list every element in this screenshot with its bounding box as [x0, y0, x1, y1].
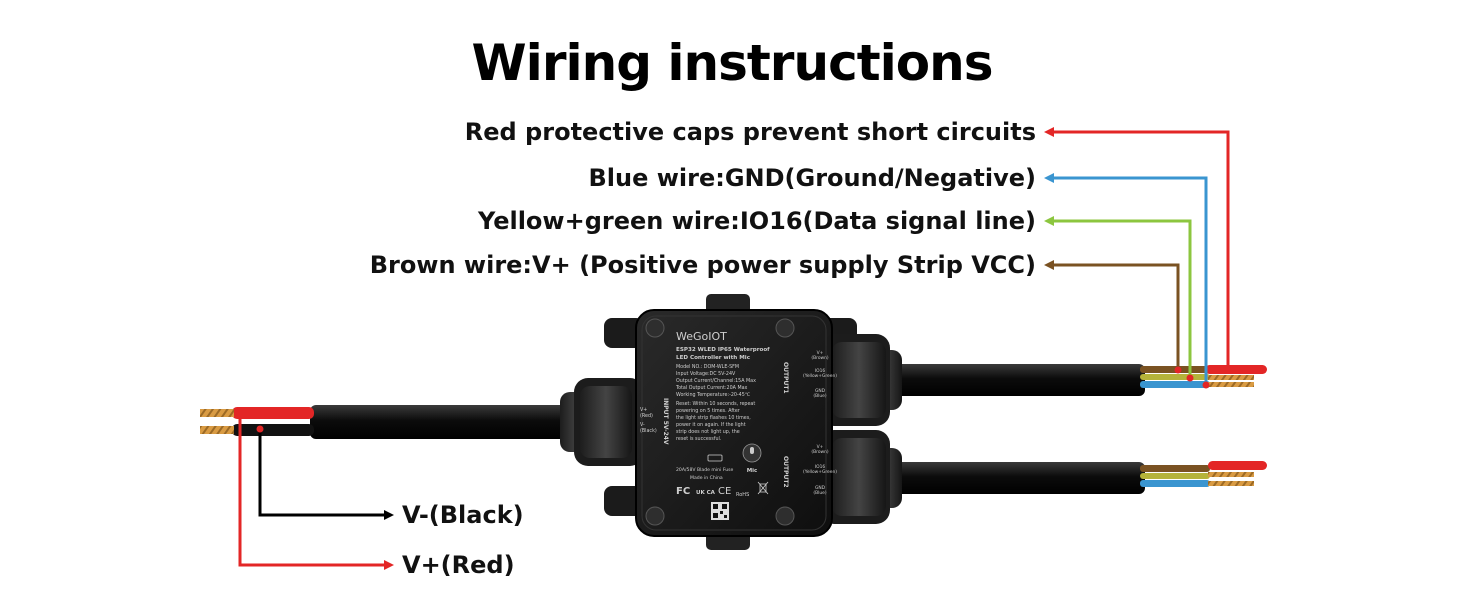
device-product-line2: LED Controller with Mic — [676, 355, 750, 361]
svg-text:(Yellow+Green): (Yellow+Green) — [803, 469, 837, 475]
screw-icon — [775, 506, 795, 526]
device-reset-line: power it on again. If the light — [676, 422, 746, 428]
callout-brown-wire: Brown wire:V+ (Positive power supply Str… — [370, 251, 1036, 279]
svg-text:(Blue): (Blue) — [813, 490, 826, 496]
device-total-current: Total Output Current:20A Max — [675, 385, 748, 391]
svg-text:V+: V+ — [640, 407, 647, 413]
device-reset-line: reset is successful. — [676, 436, 721, 442]
device-made-in: Made in China — [690, 475, 723, 481]
svg-text:(Brown): (Brown) — [811, 355, 828, 361]
output1-red-cap — [1205, 365, 1267, 374]
input-red-wire — [232, 407, 314, 419]
svg-text:(Brown): (Brown) — [811, 449, 828, 455]
device-mic-label: Mic — [747, 468, 758, 474]
device-input-label: INPUT 5V-24V — [662, 398, 669, 445]
leader-v-plus — [236, 409, 394, 570]
leader-v-minus — [256, 425, 394, 520]
device-product-line1: ESP32 WLED IP65 Waterproof — [676, 347, 770, 353]
device-working-temp: Working Temperature:-20-45℃ — [676, 392, 751, 398]
controller-device: WeGoIOT ESP32 WLED IP65 Waterproof LED C… — [560, 294, 902, 550]
output2-gland — [820, 430, 902, 524]
device-output-current: Output Current/Channel:15A Max — [676, 378, 756, 384]
leader-red-caps — [1044, 127, 1232, 373]
device-reset-line: Reset: Within 10 seconds, repeat — [676, 401, 755, 407]
device-output2-label: OUTPUT2 — [782, 456, 789, 488]
screw-icon — [645, 318, 665, 338]
device-reset-line: the light strip flashes 10 times, — [676, 415, 751, 421]
output2-cable — [890, 461, 1267, 494]
svg-text:(Red): (Red) — [640, 413, 653, 419]
svg-text:V+: V+ — [817, 444, 824, 450]
svg-text:GND: GND — [815, 388, 826, 394]
callout-yellow-green-wire: Yellow+green wire:IO16(Data signal line) — [477, 207, 1036, 235]
svg-text:V-: V- — [640, 422, 645, 428]
output2-red-cap — [1208, 461, 1267, 470]
input-cable — [200, 405, 580, 439]
page-title: Wiring instructions — [472, 34, 993, 92]
device-model: Model NO.: DOM-WLE-SFM — [676, 364, 739, 370]
screw-icon — [645, 506, 665, 526]
leader-blue — [1044, 173, 1210, 389]
output1-yellowgreen-wire — [1140, 374, 1210, 380]
callout-v-minus: V-(Black) — [402, 501, 524, 529]
screw-icon — [775, 318, 795, 338]
cert-ukca-icon: UK CA — [696, 490, 716, 496]
svg-text:GND: GND — [815, 485, 826, 491]
svg-text:V+: V+ — [817, 350, 824, 356]
cert-rohs-icon: RoHS — [736, 492, 749, 498]
cert-fc-icon: FC — [676, 486, 690, 497]
output1-cable — [890, 364, 1267, 396]
svg-text:(Yellow+Green): (Yellow+Green) — [803, 373, 837, 379]
svg-text:(Black): (Black) — [640, 428, 657, 434]
device-input-voltage: Input Voltage:DC 5V-24V — [676, 371, 736, 377]
leader-brown — [1044, 260, 1182, 374]
output1-blue-wire — [1140, 381, 1210, 388]
qr-code-icon — [711, 502, 729, 520]
input-gland — [560, 378, 644, 466]
svg-text:(Blue): (Blue) — [813, 393, 826, 399]
svg-text:IO16: IO16 — [815, 464, 826, 470]
device-brand: WeGoIOT — [676, 330, 727, 343]
device-output1-label: OUTPUT1 — [782, 362, 789, 394]
device-reset-line: powering on 5 times. After — [676, 408, 740, 414]
input-black-wire — [232, 424, 314, 436]
output1-gland — [820, 334, 902, 426]
callout-red-caps: Red protective caps prevent short circui… — [465, 118, 1036, 146]
callout-blue-wire: Blue wire:GND(Ground/Negative) — [589, 164, 1037, 192]
device-fuse: 20A/58V Blade mini Fuse — [676, 467, 734, 473]
leader-yellow-green — [1044, 216, 1194, 382]
svg-text:IO16: IO16 — [815, 368, 826, 374]
device-reset-line: strip does not light up, the — [676, 429, 740, 435]
fuse-icon — [707, 454, 723, 462]
weee-bin-icon — [757, 481, 769, 495]
callout-v-plus: V+(Red) — [402, 551, 515, 579]
cert-ce-icon: CE — [718, 486, 731, 497]
